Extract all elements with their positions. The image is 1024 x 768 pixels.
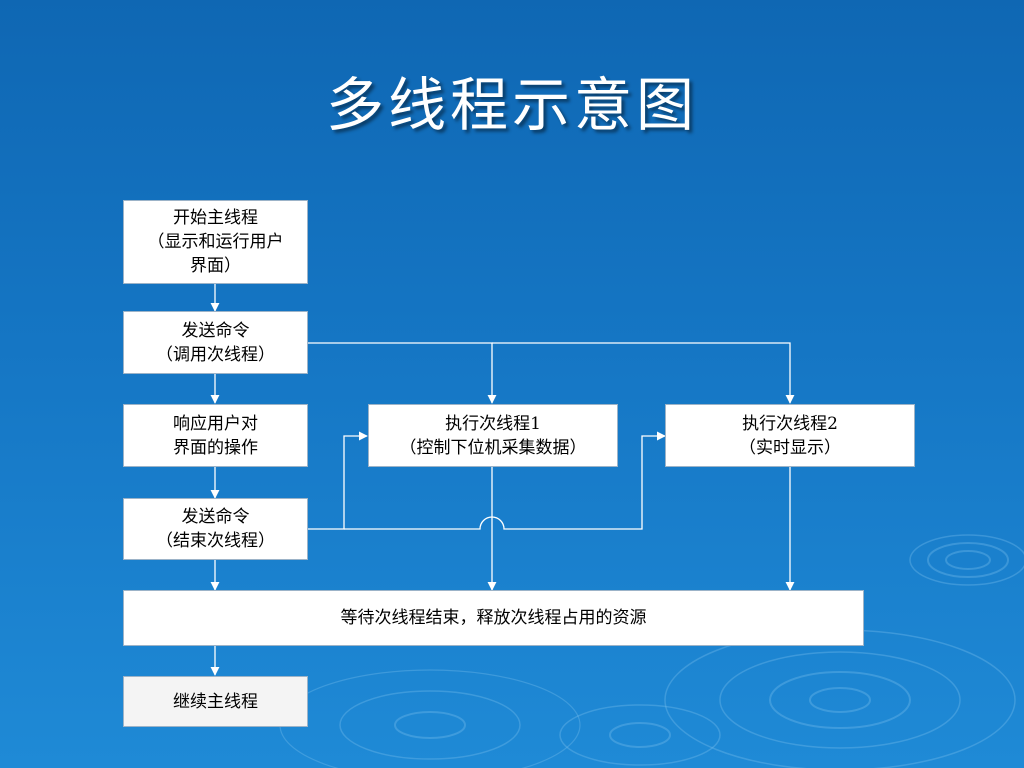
node-exec-thread-1: 执行次线程1 （控制下位机采集数据） (368, 404, 618, 467)
node-respond-ui: 响应用户对 界面的操作 (123, 404, 308, 467)
line-end-to-thread1 (308, 431, 368, 530)
node-exec-thread-2: 执行次线程2 （实时显示） (665, 404, 915, 467)
node-start-main-thread: 开始主线程 （显示和运行用户 界面） (123, 200, 308, 284)
line-call-to-thread1 (308, 342, 497, 404)
node-continue-main: 继续主线程 (123, 676, 308, 727)
line-call-to-thread2 (492, 342, 795, 404)
page-title: 多线程示意图 (325, 71, 698, 139)
node-send-command-call: 发送命令 （调用次线程） (123, 311, 308, 374)
node-wait-release: 等待次线程结束，释放次线程占用的资源 (123, 590, 864, 646)
node-send-command-end: 发送命令 （结束次线程） (123, 498, 308, 560)
